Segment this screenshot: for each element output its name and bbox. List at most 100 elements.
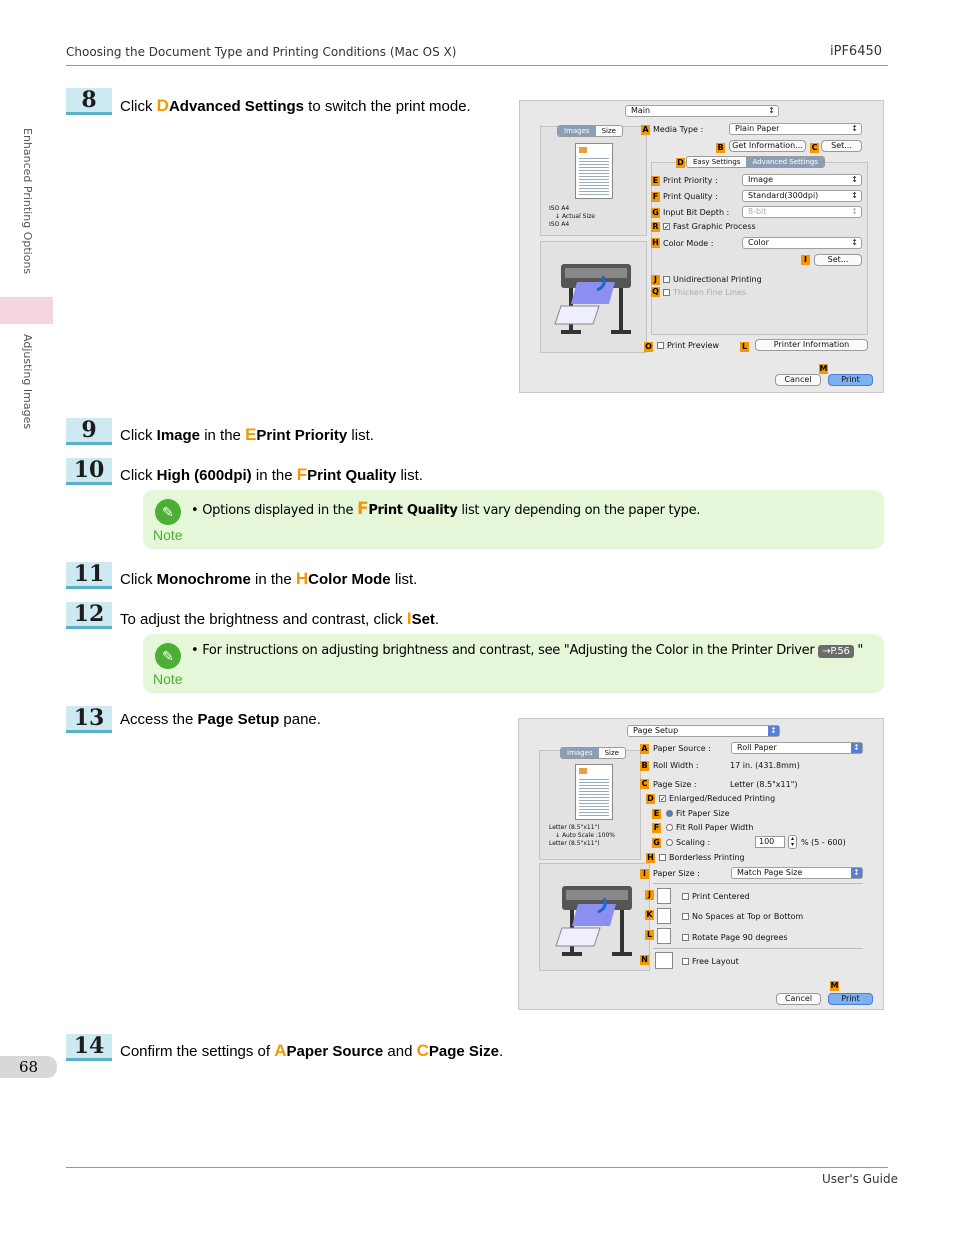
unidirectional-checkbox[interactable]: Unidirectional Printing [663, 275, 762, 284]
fit-roll-width-radio[interactable]: Fit Roll Paper Width [666, 823, 753, 832]
header-model: iPF6450 [830, 44, 883, 59]
print-priority-select[interactable]: Image [742, 174, 862, 186]
page-size-value: Letter (8.5"x11") [730, 780, 798, 789]
step-number: 11 [66, 562, 112, 589]
roll-width-label: Roll Width : [653, 761, 699, 770]
preview-tabs[interactable]: Images Size [560, 747, 626, 759]
print-centered-icon [657, 888, 671, 904]
cancel-button[interactable]: Cancel [775, 374, 821, 386]
print-button[interactable]: Print [828, 374, 873, 386]
color-mode-select[interactable]: Color [742, 237, 862, 249]
tag-g: G [651, 208, 660, 218]
media-type-select[interactable]: Plain Paper [729, 123, 862, 135]
header-title: Choosing the Document Type and Printing … [66, 45, 457, 59]
tag-f: F [651, 192, 660, 202]
footer-rule [66, 1167, 888, 1168]
tab-advanced-settings[interactable]: Advanced Settings [746, 157, 824, 167]
tab-images[interactable]: Images [558, 126, 596, 136]
scaling-radio[interactable]: Scaling : [666, 838, 710, 847]
tab-size[interactable]: Size [598, 748, 625, 758]
note-box: ✎ Note • For instructions on adjusting b… [143, 634, 884, 693]
borderless-checkbox[interactable]: Borderless Printing [659, 853, 745, 862]
mode-tabs[interactable]: Easy Settings Advanced Settings [686, 156, 825, 168]
fit-paper-size-radio[interactable]: Fit Paper Size [666, 809, 730, 818]
paper-size-select[interactable]: Match Page Size [731, 867, 863, 879]
tag-h: H [646, 853, 655, 863]
note-box: ✎ Note • Options displayed in the FPrint… [143, 490, 884, 549]
get-information-button[interactable]: Get Information... [729, 140, 806, 152]
thicken-checkbox[interactable]: Thicken Fine Lines [663, 288, 746, 297]
page-thumbnail [575, 143, 613, 199]
printer-information-button[interactable]: Printer Information [755, 339, 868, 351]
print-preview-checkbox[interactable]: Print Preview [657, 341, 719, 350]
scaling-input[interactable]: 100 [755, 836, 785, 848]
note-text: • For instructions on adjusting brightne… [191, 643, 864, 658]
print-button[interactable]: Print [828, 993, 873, 1005]
tag-b: B [716, 143, 725, 153]
scaling-stepper[interactable]: ▴▾ [788, 835, 797, 849]
tag-d: D [646, 794, 655, 804]
tag-a: A [641, 125, 650, 135]
print-dialog-main: Main Images Size ISO A4 ↓ Actual Size IS… [519, 100, 884, 393]
paper-source-label: Paper Source : [653, 744, 711, 753]
tag-g: G [652, 838, 661, 848]
tag-b: B [640, 761, 649, 771]
page-size-label: Page Size : [653, 780, 697, 789]
tag-l: L [645, 930, 654, 940]
preview-pane: Images Size ISO A4 ↓ Actual Size ISO A4 [540, 125, 647, 236]
tag-m: M [830, 981, 839, 991]
note-pencil-icon: ✎ [155, 643, 181, 669]
tab-size[interactable]: Size [595, 126, 622, 136]
tag-e: E [652, 809, 661, 819]
tag-e: E [651, 176, 660, 186]
note-text: • Options displayed in the FPrint Qualit… [191, 499, 701, 519]
step-number: 8 [66, 88, 112, 115]
tag-j: J [645, 890, 654, 900]
media-set-button[interactable]: Set... [821, 140, 862, 152]
media-type-label: Media Type : [653, 125, 704, 134]
pane-select[interactable]: Main [625, 105, 779, 117]
no-spaces-checkbox[interactable]: No Spaces at Top or Bottom [682, 912, 803, 921]
step-number: 12 [66, 602, 112, 629]
tag-c: C [810, 143, 819, 153]
tag-k: K [645, 910, 654, 920]
print-centered-checkbox[interactable]: Print Centered [682, 892, 750, 901]
step-10-text: Click High (600dpi) in the FPrint Qualit… [120, 465, 423, 484]
note-pencil-icon: ✎ [155, 499, 181, 525]
tag-q: Q [651, 287, 660, 297]
printer-image-pane [539, 863, 650, 971]
tag-i: I [801, 255, 810, 265]
size-line-1: Letter (8.5"x11") [549, 824, 600, 831]
size-line-2: ↓ Actual Size [555, 213, 595, 220]
page-reference-link[interactable]: →P.56 [818, 645, 854, 658]
rotate-icon [657, 928, 671, 944]
pane-select[interactable]: Page Setup [627, 725, 780, 737]
tag-n: N [640, 955, 649, 965]
step-number: 13 [66, 706, 112, 733]
color-set-button[interactable]: Set... [814, 254, 862, 266]
input-bit-label: Input Bit Depth : [663, 208, 730, 217]
side-chapter: Enhanced Printing Options [21, 128, 34, 275]
preview-tabs[interactable]: Images Size [557, 125, 623, 137]
tag-m: M [819, 364, 828, 374]
printer-image-pane [540, 241, 647, 353]
paper-source-select[interactable]: Roll Paper [731, 742, 863, 754]
step-8-text: Click DAdvanced Settings to switch the p… [120, 96, 471, 115]
input-bit-select[interactable]: 8-bit [742, 206, 862, 218]
size-line-2: ↓ Auto Scale :100% [555, 832, 615, 839]
page-thumbnail [575, 764, 613, 820]
step-9-text: Click Image in the EPrint Priority list. [120, 425, 374, 444]
free-layout-icon [655, 952, 673, 969]
size-line-1: ISO A4 [549, 205, 570, 212]
fast-graphic-checkbox[interactable]: Fast Graphic Process [663, 222, 756, 231]
print-quality-select[interactable]: Standard(300dpi) [742, 190, 862, 202]
tab-easy-settings[interactable]: Easy Settings [687, 157, 747, 167]
enlarged-reduced-checkbox[interactable]: Enlarged/Reduced Printing [659, 794, 775, 803]
rotate-checkbox[interactable]: Rotate Page 90 degrees [682, 933, 788, 942]
tag-c: C [640, 779, 649, 789]
tab-images[interactable]: Images [561, 748, 599, 758]
tag-l: L [740, 342, 749, 352]
free-layout-checkbox[interactable]: Free Layout [682, 957, 739, 966]
cancel-button[interactable]: Cancel [776, 993, 821, 1005]
preview-pane: Images Size Letter (8.5"x11") ↓ Auto Sca… [539, 747, 641, 860]
